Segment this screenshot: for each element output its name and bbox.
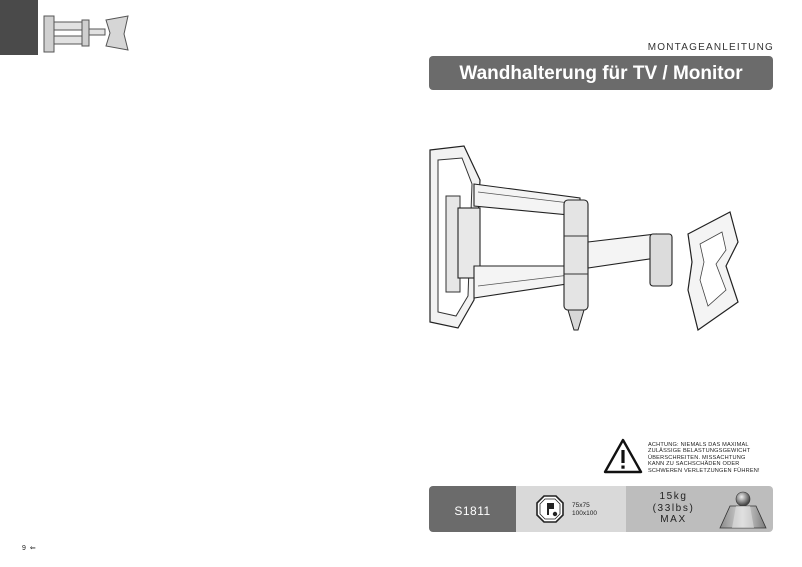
warning-triangle-icon: [603, 438, 643, 474]
load-kg: 15kg: [659, 491, 688, 502]
vesa-size-small: 75x75: [572, 502, 590, 509]
manual-label: MONTAGEANLEITUNG: [647, 42, 774, 53]
warning-text: ACHTUNG: NIEMALS DAS MAXIMAL ZULÄSSIGE B…: [648, 442, 788, 474]
mount-thumbnail-icon: [43, 15, 129, 53]
load-max: MAX: [660, 514, 687, 525]
max-load: 15kg (33lbs) MAX: [626, 486, 773, 532]
warning-line: ZULÄSSIGE BELASTUNGSGEWICHT: [648, 448, 751, 455]
warning-line: ÜBERSCHREITEN. MISSACHTUNG: [648, 454, 746, 461]
wall-mount-illustration-icon: [429, 145, 739, 331]
back-arrow-icon: ⇐: [29, 545, 36, 552]
corner-block: [0, 0, 38, 55]
model-number: S1811: [429, 486, 516, 532]
max-load-text: 15kg (33lbs) MAX: [626, 491, 721, 526]
vesa-size-large: 100x100: [572, 509, 597, 517]
vesa-sizes: 75x75 100x100: [572, 502, 597, 517]
warning-line: ACHTUNG: NIEMALS DAS MAXIMAL: [648, 442, 749, 448]
load-lbs: (33lbs): [652, 502, 695, 514]
spec-bar: S1811 75x75 100x100 15kg (33lbs) MAX: [429, 486, 773, 532]
vesa-pattern-icon: [536, 495, 564, 523]
warning-line: KANN ZU SACHSCHÄDEN ODER: [648, 461, 740, 468]
page-title: Wandhalterung für TV / Monitor: [429, 56, 773, 90]
vesa-spec: 75x75 100x100: [516, 486, 626, 532]
page-number-value: 9: [22, 545, 26, 552]
warning-line: SCHWEREN VERLETZUNGEN FÜHREN!: [648, 467, 760, 474]
page-number: 9 ⇐: [22, 544, 36, 552]
weight-load-icon: [719, 491, 767, 529]
